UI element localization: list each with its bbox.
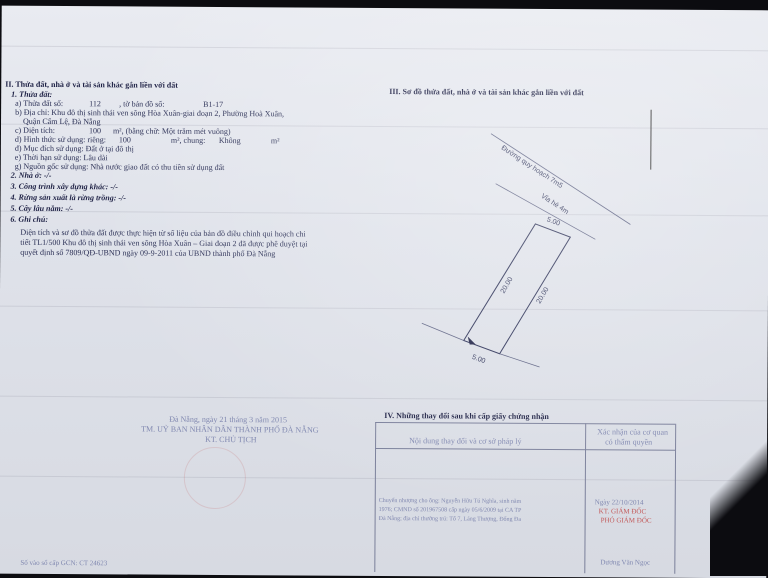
house-line: 2. Nhà ở: -/- [11, 171, 52, 181]
column-confirm-header-1: Xác nhận của cơ quan [597, 427, 668, 437]
use-common-value: Không [219, 136, 241, 146]
seal-stamp [184, 447, 246, 509]
confirm-role-2: PHÓ GIÁM ĐỐC [601, 515, 652, 525]
monitor-bezel [710, 406, 768, 576]
dim-bottom: 5.00 [471, 354, 486, 365]
section-3-heading: III. Sơ đồ thửa đất, nhà ở và tài sản kh… [389, 87, 584, 98]
forest-line: 4. Rừng sản xuất là rừng trồng: -/- [11, 193, 126, 204]
cursor-icon [468, 337, 476, 345]
parcel-sketch: Đường quy hoạch 7m5 Vỉa hè 4m 5.00 20.00… [399, 108, 661, 380]
registry-code: Số vào sổ cấp GCN: CT 24623 [20, 558, 107, 569]
notes-header: 6. Ghi chú: [10, 215, 48, 225]
note-line-3: quyết định số 7809/QĐ-UBND ngày 09-9-201… [20, 248, 275, 260]
column-confirm-header-2: có thẩm quyền [605, 437, 652, 447]
dim-right: 20.00 [536, 286, 551, 305]
parcel-polygon [464, 223, 571, 354]
signature-date: Đà Nẵng, ngày 21 tháng 3 năm 2015 [169, 415, 287, 426]
use-unit: m² [271, 136, 280, 146]
certificate-page: II. Thửa đất, nhà ở và tài sản khác gắn … [0, 6, 768, 578]
dim-top: 5.00 [546, 216, 561, 227]
change-entry-line-3: Đà Nẵng; địa chỉ thường trú: Tổ 7, Láng … [379, 514, 522, 525]
sidewalk-label: Vỉa hè 4m [539, 192, 570, 216]
signature-org: TM. UỶ BAN NHÂN DÂN THÀNH PHỐ ĐÀ NẴNG [141, 425, 318, 436]
section-4-heading: IV. Những thay đổi sau khi cấp giấy chứn… [384, 411, 549, 422]
column-change-content: Nội dung thay đổi và cơ sở pháp lý [409, 436, 522, 447]
road-label: Đường quy hoạch 7m5 [500, 145, 564, 190]
use-common-label: m², chung: [171, 136, 205, 146]
extension-line-left [422, 323, 464, 340]
perennial-line: 5. Cây lâu năm: -/- [10, 204, 73, 214]
extension-line-right [500, 354, 540, 367]
confirm-signer: Dương Văn Ngọc [600, 557, 650, 567]
construction-line: 3. Công trình xây dựng khác: -/- [11, 182, 118, 193]
signature-role: KT. CHỦ TỊCH [205, 435, 257, 445]
